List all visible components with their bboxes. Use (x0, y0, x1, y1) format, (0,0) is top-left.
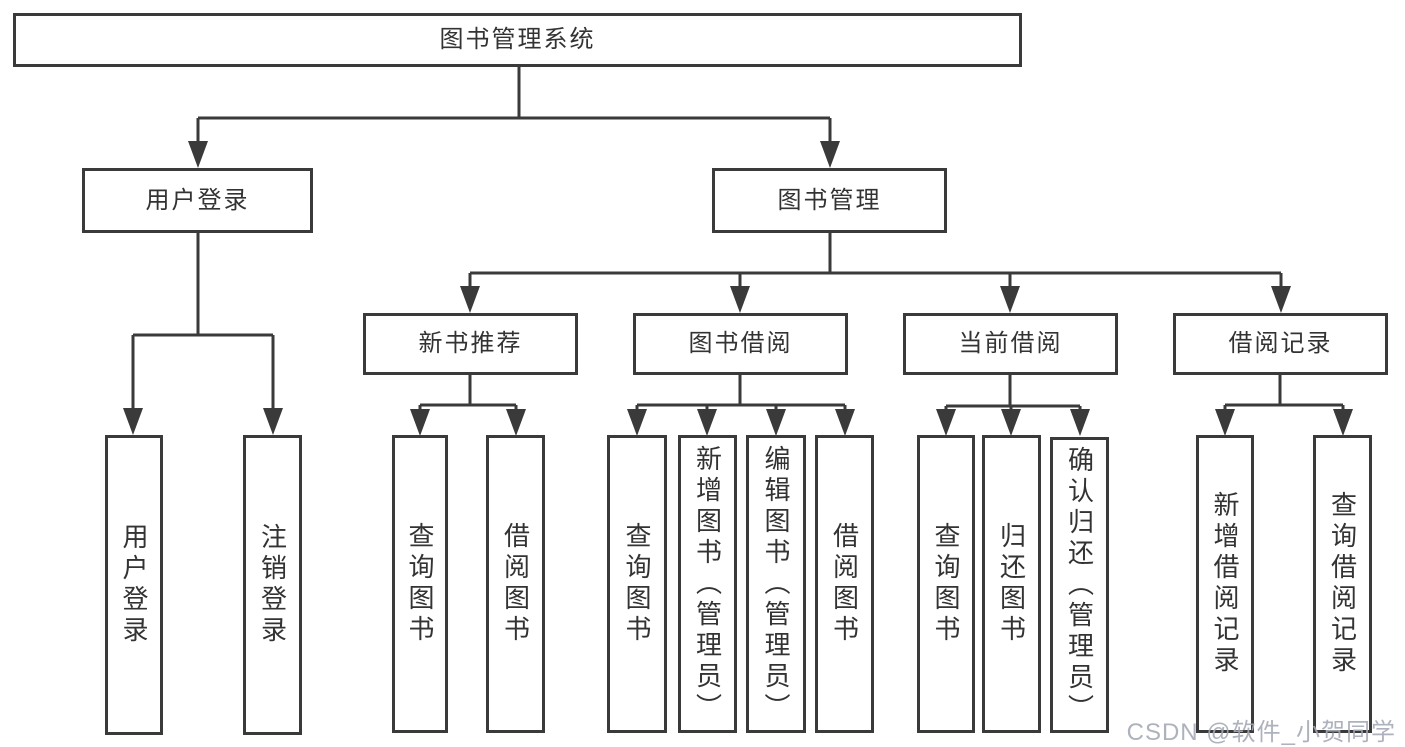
connector-root-to-branches (188, 67, 840, 168)
node-book-borrowing: 图书借阅 (633, 313, 848, 375)
connector-user-login-children (123, 233, 283, 435)
leaf-borrow-books: 借阅图书 (815, 435, 874, 733)
connector-new-book-children (410, 375, 526, 436)
leaf-query-books-current: 查询图书 (917, 435, 975, 733)
connector-current-borrowing-children (936, 375, 1090, 436)
node-book-management-branch: 图书管理 (712, 168, 947, 233)
leaf-borrow-books-recommend: 借阅图书 (486, 435, 545, 733)
leaf-add-borrow-record: 新增借阅记录 (1196, 435, 1254, 733)
leaf-query-books-recommend: 查询图书 (392, 435, 448, 733)
leaf-edit-books-admin: 编辑图书（管理员） (746, 435, 806, 733)
leaf-query-books-borrow: 查询图书 (607, 435, 667, 733)
connector-book-borrowing-children (627, 375, 855, 436)
leaf-logout: 注销登录 (243, 435, 302, 735)
node-borrowing-records: 借阅记录 (1173, 313, 1388, 375)
node-current-borrowing: 当前借阅 (903, 313, 1118, 375)
leaf-add-books-admin: 新增图书（管理员） (678, 435, 737, 733)
leaf-query-borrow-record: 查询借阅记录 (1313, 435, 1372, 733)
connector-borrowing-records-children (1215, 375, 1353, 436)
node-system-root: 图书管理系统 (13, 13, 1022, 67)
node-new-book-recommendation: 新书推荐 (363, 313, 578, 375)
leaf-user-login: 用户登录 (105, 435, 163, 735)
connector-book-management-children (460, 233, 1291, 313)
leaf-confirm-return-admin: 确认归还（管理员） (1050, 437, 1109, 733)
leaf-return-books: 归还图书 (982, 435, 1041, 733)
node-user-login-branch: 用户登录 (82, 168, 313, 233)
csdn-watermark: CSDN @软件_小贺同学 (1126, 719, 1396, 746)
